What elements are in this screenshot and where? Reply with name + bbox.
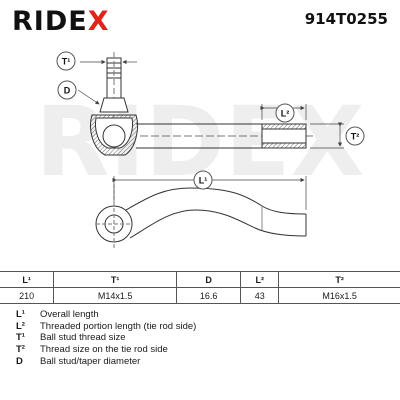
callout-d: D (57, 80, 77, 100)
legend-code: T¹ (16, 332, 25, 344)
tie-rod-end-top-view (95, 178, 307, 250)
callout-l1-label: L¹ (199, 176, 208, 186)
spec-table-value-row: 210 M14x1.5 16.6 43 M16x1.5 (0, 287, 400, 304)
brand-logo-x: X (87, 6, 110, 37)
legend-code: T² (16, 344, 25, 356)
callout-t2-label: T² (351, 132, 360, 142)
spec-value-t2: M16x1.5 (278, 287, 400, 304)
t2-dimension-line (310, 122, 344, 149)
callout-d-label: D (64, 86, 71, 96)
spec-table: L¹ T¹ D L² T² 210 M14x1.5 16.6 43 M16x1.… (0, 271, 400, 304)
legend-item: T¹ Ball stud thread size (16, 332, 396, 344)
spec-table-header-row: L¹ T¹ D L² T² (0, 271, 400, 288)
legend-description: Ball stud/taper diameter (40, 355, 141, 367)
callout-l2: L² (275, 103, 295, 123)
legend-code: D (16, 355, 23, 367)
brand-logo: RIDEX (12, 6, 110, 37)
legend-description: Ball stud thread size (40, 332, 126, 344)
legend-description: Overall length (40, 309, 99, 320)
spec-header-d: D (176, 271, 241, 288)
callout-t1-label: T¹ (62, 57, 71, 67)
legend-code: L² (16, 320, 25, 332)
spec-value-l2: 43 (240, 287, 279, 304)
callout-l2-label: L² (281, 109, 290, 119)
spec-value-t1: M14x1.5 (53, 287, 177, 304)
spec-header-t2: T² (278, 271, 400, 288)
part-number: 914T0255 (304, 10, 388, 28)
callout-t2: T² (345, 126, 365, 146)
legend-item: L² Threaded portion length (tie rod side… (16, 321, 396, 333)
spec-header-l2: L² (240, 271, 279, 288)
legend-description: Thread size on the tie rod side (40, 344, 168, 356)
legend-item: L¹ Overall length (16, 309, 396, 321)
d-dimension-line (77, 89, 100, 105)
technical-drawing: RIDEX (36, 51, 365, 250)
legend-item: D Ball stud/taper diameter (16, 356, 396, 368)
tie-rod-end-side-view (90, 52, 315, 156)
callout-l1: L¹ (193, 170, 213, 190)
spec-value-l1: 210 (0, 287, 54, 304)
spec-header-t1: T¹ (53, 271, 177, 288)
legend-description: Threaded portion length (tie rod side) (40, 320, 197, 332)
spec-value-d: 16.6 (176, 287, 241, 304)
legend-item: T² Thread size on the tie rod side (16, 344, 396, 356)
spec-header-l1: L¹ (0, 271, 54, 288)
legend: L¹ Overall length L² Threaded portion le… (16, 309, 396, 367)
brand-logo-text: RIDE (12, 6, 88, 37)
callout-t1: T¹ (56, 51, 76, 71)
legend-code: L¹ (16, 309, 25, 320)
